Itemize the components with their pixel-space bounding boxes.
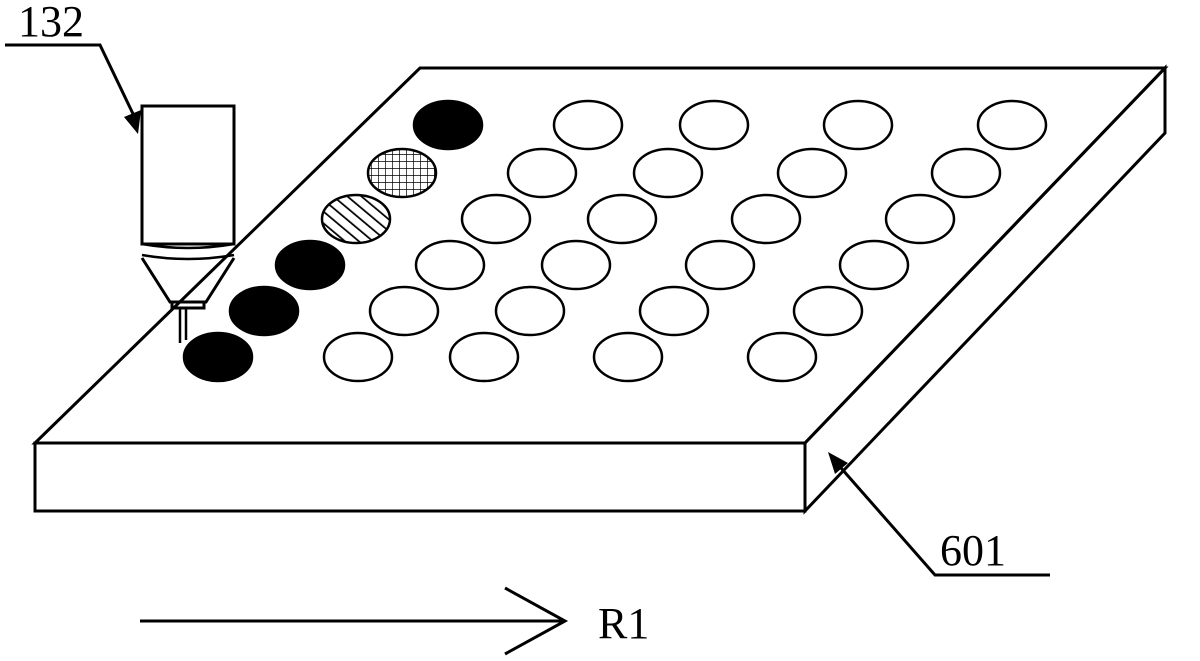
- well-empty: [506, 147, 578, 199]
- well-empty: [678, 99, 750, 151]
- well-black: [228, 285, 300, 337]
- well-empty: [552, 99, 624, 151]
- label-132: 132: [18, 0, 84, 46]
- direction-arrow: [140, 586, 569, 656]
- well-empty: [838, 239, 910, 291]
- well-empty: [746, 331, 818, 383]
- well-black: [412, 99, 484, 151]
- well-empty: [586, 193, 658, 245]
- well-empty: [632, 147, 704, 199]
- well-black: [182, 331, 254, 383]
- nozzle-needle: [178, 308, 188, 343]
- well-empty: [730, 193, 802, 245]
- leader-601: [828, 452, 1050, 577]
- well-black: [274, 239, 346, 291]
- arrowhead-601: [828, 452, 848, 474]
- well-empty: [414, 239, 486, 291]
- well-empty: [322, 331, 394, 383]
- well-empty: [976, 99, 1048, 151]
- well-empty: [540, 239, 612, 291]
- label-r1: R1: [598, 599, 649, 648]
- plate-front-face: [33, 441, 807, 513]
- well-empty: [448, 331, 520, 383]
- microplate: [31, 64, 1169, 515]
- arrowhead-132: [124, 110, 141, 134]
- well-empty: [792, 285, 864, 337]
- well-empty: [460, 193, 532, 245]
- well-grid: [366, 147, 438, 199]
- well-hatch: [320, 193, 392, 245]
- well-empty: [638, 285, 710, 337]
- well-empty: [368, 285, 440, 337]
- well-empty: [592, 331, 664, 383]
- well-empty: [684, 239, 756, 291]
- nozzle-body: [140, 104, 236, 246]
- well-empty: [776, 147, 848, 199]
- well-empty: [884, 193, 956, 245]
- well-empty: [930, 147, 1002, 199]
- dispenser-nozzle: [140, 104, 236, 343]
- well-empty: [822, 99, 894, 151]
- nozzle-collar: [170, 300, 206, 310]
- nozzle-band: [141, 242, 235, 261]
- label-601: 601: [940, 526, 1006, 575]
- plate-side-face: [803, 64, 1167, 515]
- leader-132: [5, 43, 141, 134]
- well-empty: [494, 285, 566, 337]
- well-grid: [182, 99, 1048, 383]
